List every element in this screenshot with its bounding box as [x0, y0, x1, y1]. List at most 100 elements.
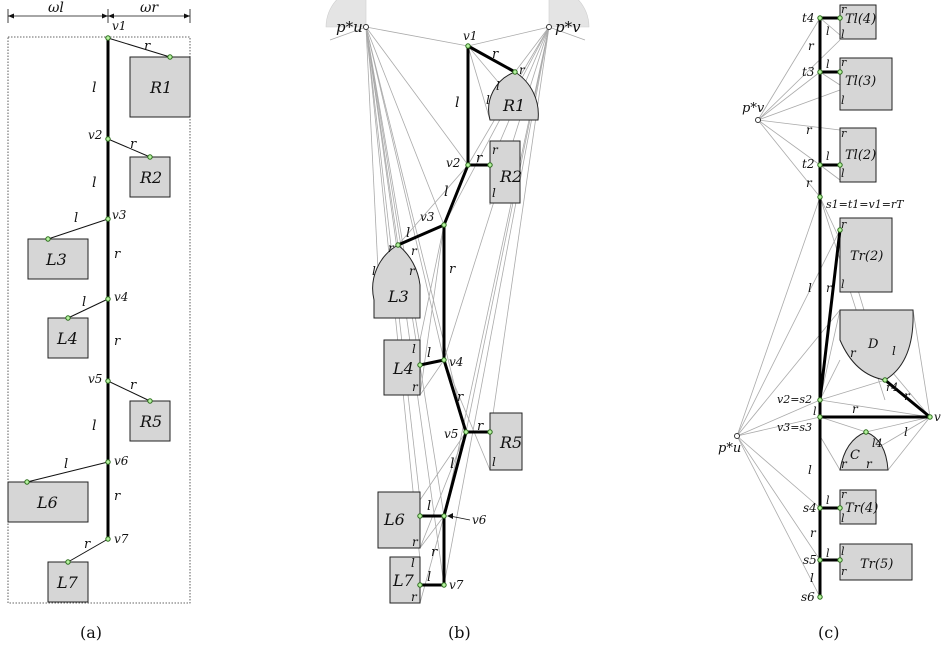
box-R1-label: R1: [149, 78, 172, 97]
point-pu-b: [363, 24, 369, 30]
small-label-c-8: r: [806, 123, 813, 137]
small-label-c-4: r: [808, 39, 815, 53]
edge-v2-R2: [107, 138, 151, 158]
small-label-c-2: l: [826, 25, 830, 38]
vertex-v6-label: v6: [114, 454, 129, 468]
region-C-label: C: [850, 448, 860, 463]
small-label-b-22: l: [492, 455, 496, 469]
vertex-v3-b: [441, 222, 447, 228]
point-pv-b: [546, 24, 552, 30]
vertex-v2: [105, 136, 111, 142]
box-L3-label-b: L3: [387, 287, 409, 306]
box-R1-label-b: R1: [502, 96, 525, 115]
small-label-c-20: l: [813, 405, 817, 418]
caption-b: (b): [448, 623, 471, 642]
edge-label-a-1: r: [144, 39, 151, 54]
port-C: [863, 429, 869, 435]
box-L7: [47, 561, 89, 603]
edge-c-v-r4: [883, 378, 932, 419]
box-L4: [47, 317, 89, 359]
box-Tl3: [839, 57, 893, 111]
box-L4-label: L4: [56, 329, 78, 348]
vertex-s3: [817, 414, 823, 420]
pv-region: [548, 0, 590, 28]
vertex-v5-label: v5: [88, 372, 102, 386]
vertex-v1-label: v1: [112, 19, 126, 33]
small-label-b-4: l: [496, 79, 500, 93]
small-label-c-5: l: [826, 58, 830, 71]
pu-label-c: p*u: [718, 441, 741, 456]
box-R5-label: R5: [139, 412, 162, 431]
small-label-b-10: l: [492, 186, 496, 200]
small-label-b-14: l: [372, 264, 376, 278]
omega-r-label: ωr: [140, 0, 159, 16]
vertex-v4: [105, 296, 111, 302]
small-label-c-1: r: [841, 3, 847, 16]
edge-v1-R1: [107, 37, 171, 58]
vertex-v6-b: [441, 513, 447, 519]
edge-label-a-7: l: [82, 295, 86, 310]
small-label-c-28: l: [841, 512, 845, 525]
vertex-v6-label-b: v6: [472, 513, 487, 527]
small-label-b-21: r: [477, 419, 484, 434]
port-Tr5: [837, 557, 843, 563]
edge-b-v1-R1: [466, 44, 517, 74]
edge-label-a-6: r: [114, 247, 121, 262]
vertex-v7-b: [441, 582, 447, 588]
small-label-b-19: l: [427, 346, 431, 361]
box-R5-label-b: R5: [499, 433, 522, 452]
port-R2: [147, 154, 153, 160]
box-L4-label-b: L4: [392, 359, 414, 378]
small-label-c-16: l: [808, 281, 812, 295]
small-label-b-12: r: [411, 244, 418, 258]
small-label-c-21: r: [852, 402, 859, 416]
omega-l-arrowhead-right: [102, 13, 108, 19]
vertex-v3-label: v3: [112, 208, 127, 222]
port-L3: [45, 236, 51, 242]
small-label-b-1: r: [492, 47, 499, 62]
edge-label-a-3: r: [130, 137, 137, 152]
label-t2: t2: [802, 157, 814, 171]
box-L6-b: [377, 491, 421, 549]
small-label-c-10: r: [841, 127, 847, 140]
v6-pointer: [449, 515, 471, 521]
port-Tl3: [837, 69, 843, 75]
vertex-v2-b: [465, 162, 471, 168]
small-label-b-15: r: [409, 264, 416, 278]
small-label-c-22: l: [904, 425, 908, 439]
pu-label-b: p*u: [336, 18, 363, 36]
edge-v7-L7: [67, 538, 109, 563]
port-R1-b: [512, 69, 518, 75]
box-L7-b: [389, 556, 421, 604]
box-R2-label-b: R2: [499, 167, 522, 186]
label-s6: s6: [801, 590, 815, 604]
label-t4: t4: [802, 11, 814, 25]
edge-v4-L4: [67, 298, 109, 319]
port-L6: [24, 479, 30, 485]
vertex-v4-label: v4: [114, 290, 128, 304]
label-v2-s2: v2=s2: [777, 393, 812, 406]
small-label-b-9: r: [449, 262, 456, 277]
small-label-c-31: l: [841, 545, 845, 558]
box-Tr2: [839, 217, 893, 293]
small-label-c-6: r: [841, 56, 847, 69]
label-t3: t3: [802, 65, 815, 79]
edge-label-a-2: l: [92, 80, 96, 96]
vertex-t3: [817, 69, 823, 75]
label-s4: s4: [803, 501, 817, 515]
port-Tl2: [837, 162, 843, 168]
box-L6-label: L6: [36, 493, 58, 512]
box-L7-label-b: L7: [392, 571, 415, 590]
port-L3-b: [395, 242, 401, 248]
edge-c-s2-Tr2: [818, 228, 842, 402]
port-L6-b: [417, 513, 423, 519]
small-label-b-7: l: [444, 184, 448, 200]
small-label-b-25: l: [411, 556, 415, 570]
vertex-v1-label-b: v1: [463, 29, 477, 43]
label-v3-s3: v3=s3: [777, 421, 812, 434]
vertex-v: [927, 414, 933, 420]
point-pu-c: [734, 433, 740, 439]
port-L4-b: [417, 362, 423, 368]
visibility-lines-b: [329, 26, 586, 604]
